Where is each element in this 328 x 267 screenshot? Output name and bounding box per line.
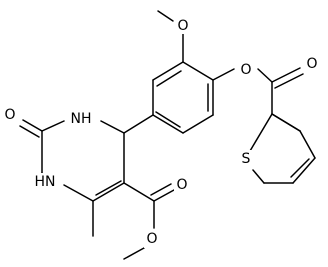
- bond: [212, 68, 235, 81]
- bond: [153, 189, 175, 202]
- atom-NH-upper: NH: [71, 111, 92, 127]
- bond: [152, 114, 184, 134]
- bond: [100, 120, 125, 134]
- bond: [19, 125, 40, 138]
- bond: [271, 67, 301, 83]
- atom-O-methyl-ester-single: O: [146, 231, 157, 247]
- bond: [123, 247, 145, 260]
- atom-O-methyl-ester-carbonyl: O: [176, 177, 187, 193]
- bond: [156, 70, 182, 87]
- bond: [157, 10, 174, 22]
- bond: [249, 113, 273, 152]
- bonds: [19, 10, 316, 260]
- bond: [152, 61, 184, 81]
- bond: [123, 114, 154, 134]
- bond: [155, 111, 181, 128]
- bond: [63, 184, 94, 202]
- atom-O-urea: O: [4, 107, 15, 123]
- bond: [290, 158, 310, 178]
- bond: [274, 73, 304, 89]
- bond: [252, 169, 265, 184]
- atom-labels: O O O O NH HN S O O: [2, 16, 320, 248]
- bond: [150, 183, 172, 196]
- bond: [22, 119, 43, 132]
- bond: [299, 130, 316, 159]
- atom-NH-lower: HN: [35, 174, 56, 190]
- bond: [257, 68, 273, 83]
- atom-O-ester-carbonyl: O: [306, 56, 317, 72]
- bond: [92, 182, 125, 202]
- atom-O-methoxy: O: [177, 18, 188, 34]
- bond: [182, 61, 214, 81]
- bond: [95, 180, 122, 196]
- bond: [123, 182, 155, 202]
- atom-O-ester: O: [240, 62, 251, 78]
- bond: [271, 113, 301, 132]
- bond: [41, 120, 65, 132]
- bond: [292, 157, 316, 184]
- bond: [182, 114, 214, 134]
- atom-S-thiophene: S: [242, 151, 251, 167]
